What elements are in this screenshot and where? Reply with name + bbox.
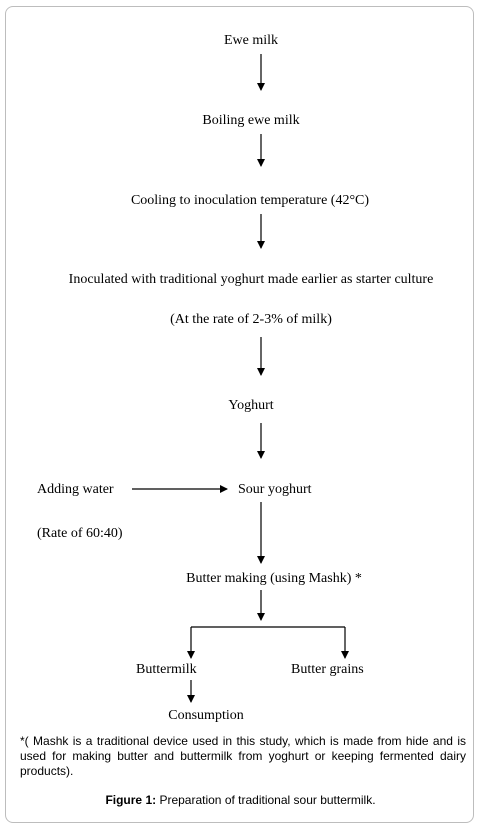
footnote: *( Mashk is a traditional device used in… xyxy=(20,734,466,778)
node-consumption: Consumption xyxy=(168,708,243,723)
node-inoculated: Inoculated with traditional yoghurt made… xyxy=(69,272,434,287)
caption-label: Figure 1: xyxy=(105,793,157,807)
node-butter-grains: Butter grains xyxy=(291,662,364,677)
node-adding-water: Adding water xyxy=(37,482,114,497)
caption-text: Preparation of traditional sour buttermi… xyxy=(156,793,376,807)
node-cooling: Cooling to inoculation temperature (42°C… xyxy=(131,193,369,208)
figure-frame xyxy=(5,6,474,823)
node-buttermilk: Buttermilk xyxy=(136,662,197,677)
node-ewe-milk: Ewe milk xyxy=(224,33,278,48)
node-boiling-ewe-milk: Boiling ewe milk xyxy=(202,113,299,128)
node-water-rate: (Rate of 60:40) xyxy=(37,526,123,541)
node-yoghurt: Yoghurt xyxy=(228,398,273,413)
node-butter-making: Butter making (using Mashk) * xyxy=(186,571,362,586)
node-rate-note: (At the rate of 2-3% of milk) xyxy=(170,312,332,327)
node-sour-yoghurt: Sour yoghurt xyxy=(238,482,312,497)
figure-caption: Figure 1: Preparation of traditional sou… xyxy=(0,793,481,807)
